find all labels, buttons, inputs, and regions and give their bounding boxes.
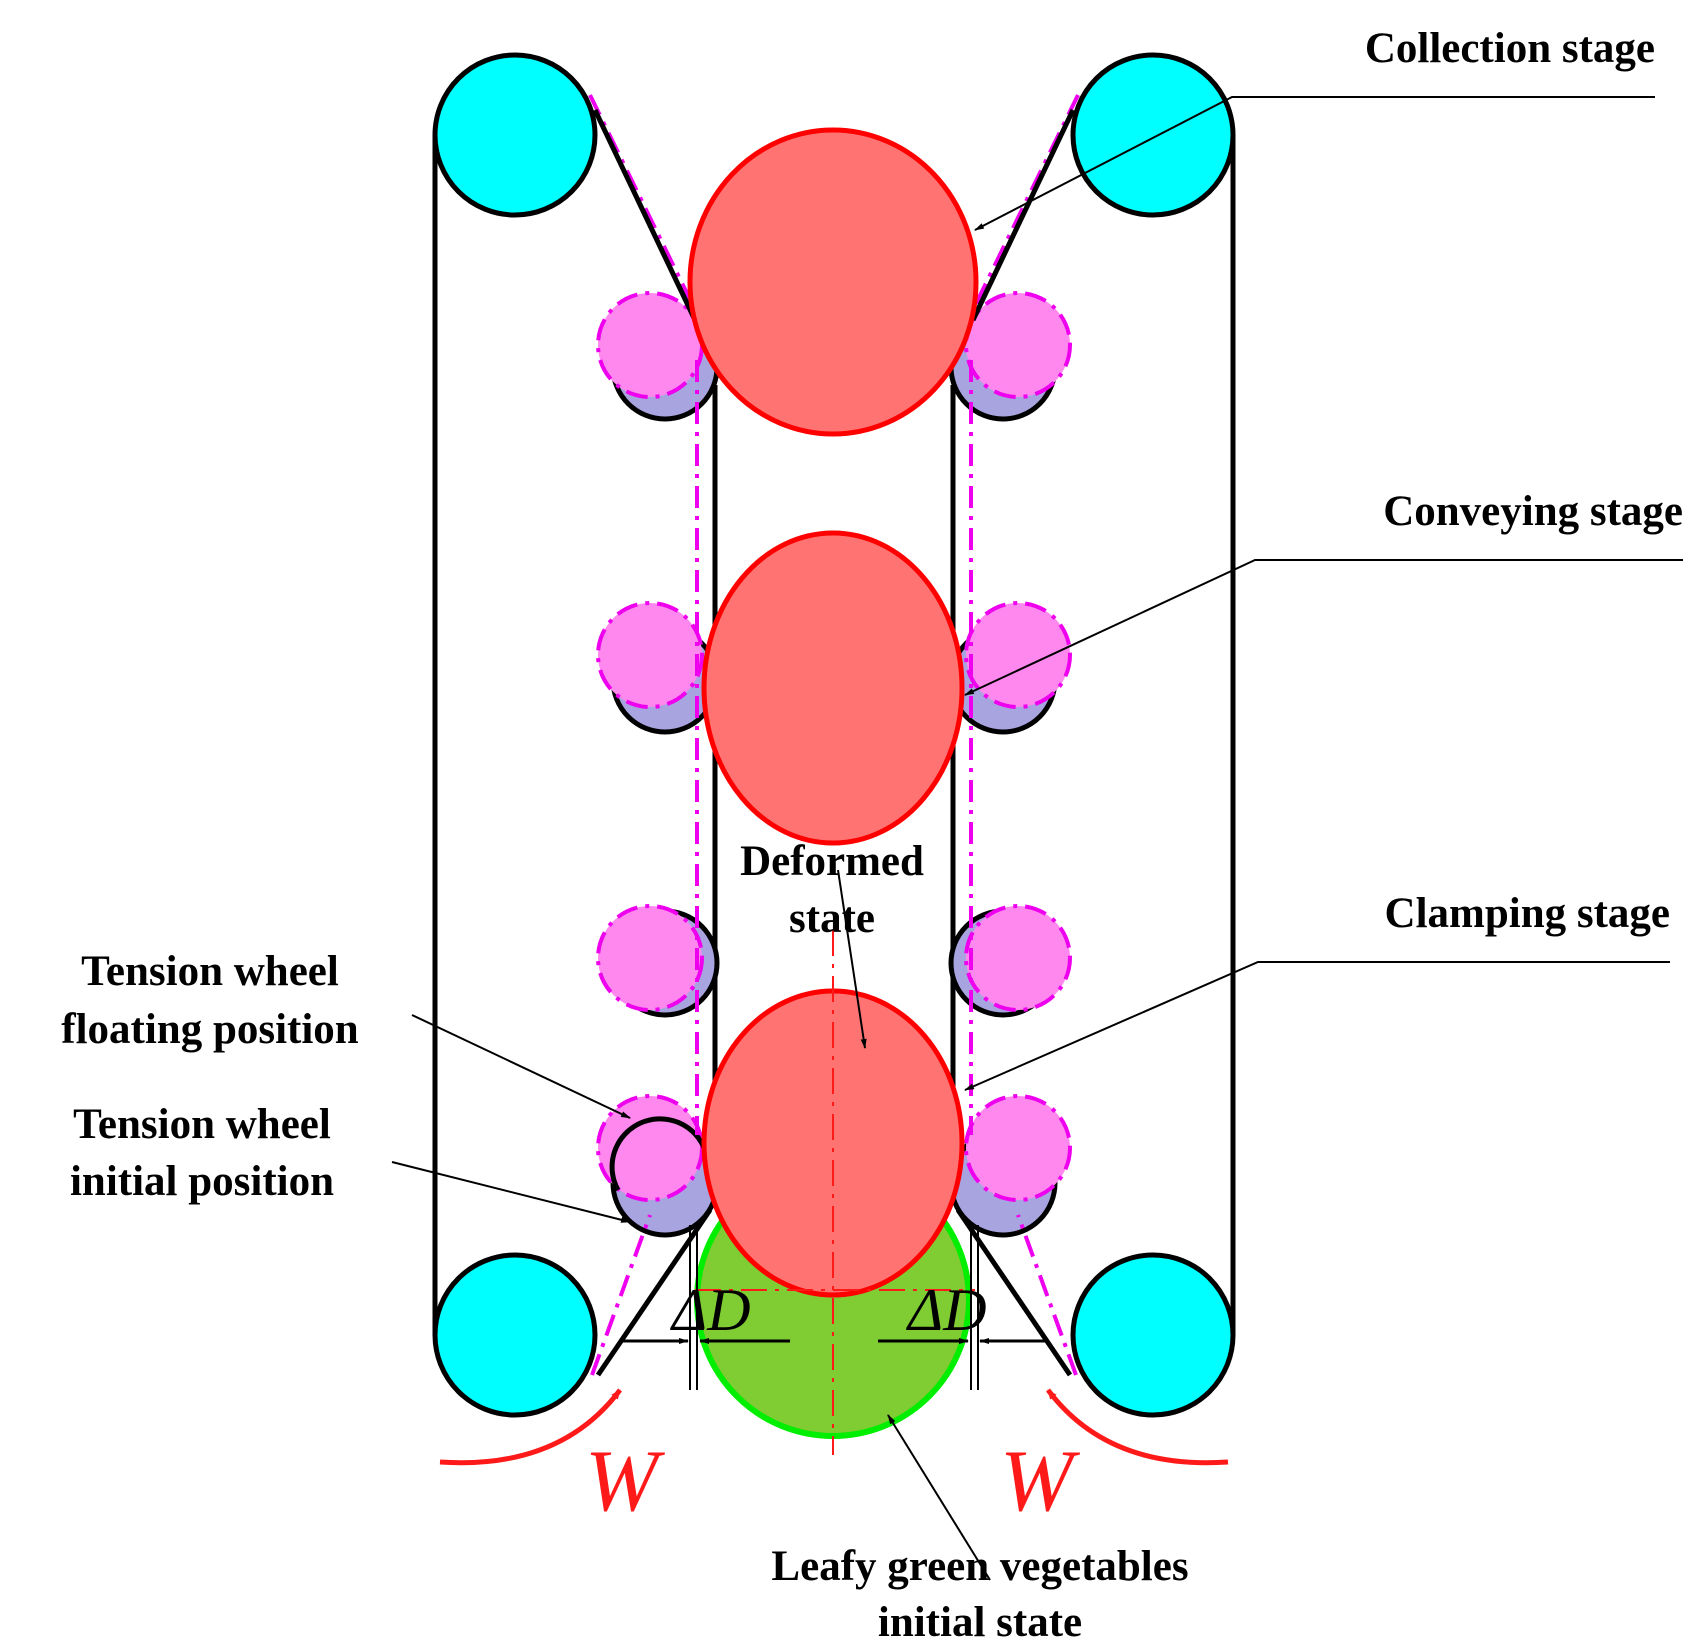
collection-stage-label: Collection stage <box>1365 25 1655 72</box>
force-arrow-right <box>1046 1388 1229 1466</box>
force-arrow-left <box>439 1388 622 1466</box>
w-symbol-left: W <box>585 1433 665 1530</box>
tension-initial-label-line1: Tension wheel <box>73 1101 331 1148</box>
tension-initial-label-line2: initial position <box>70 1158 334 1205</box>
tension-floating-label-line1: Tension wheel <box>81 948 339 995</box>
tension-wheel-floating <box>596 291 704 399</box>
tension-floating-label-line2: floating position <box>61 1006 359 1053</box>
vegetable-collection-stage <box>687 127 979 437</box>
delta-d-symbol-left: ΔD <box>670 1277 751 1343</box>
tension-wheel-floating <box>964 904 1072 1012</box>
deformed-state-label-line1: Deformed <box>740 838 924 885</box>
tension-wheel-floating <box>964 601 1072 709</box>
conveying-stage-label: Conveying stage <box>1383 488 1683 535</box>
tension-wheel-floating <box>596 601 704 709</box>
clamping-stage-label: Clamping stage <box>1385 890 1670 937</box>
delta-d-dimension-left <box>620 1225 790 1390</box>
w-symbol-right: W <box>1000 1433 1080 1530</box>
center-lines <box>695 930 975 1455</box>
right-belt-loop <box>950 135 1236 1335</box>
pulley-top-right <box>1070 52 1236 218</box>
pulleys <box>432 52 1236 1418</box>
leafy-initial-label-line2: initial state <box>878 1599 1082 1646</box>
tension-wheel-floating <box>964 291 1072 399</box>
delta-d-dimension-right <box>878 1225 1048 1390</box>
tension-wheel-initial-outline-icon <box>609 1116 708 1192</box>
pulley-bottom-left <box>432 1252 598 1418</box>
black-belt-segments <box>592 108 1076 1377</box>
tension-wheel-floating <box>596 904 704 1012</box>
delta-d-symbol-right: ΔD <box>906 1277 987 1343</box>
vegetable-conveying-stage <box>701 530 965 846</box>
leader-lines <box>391 96 1683 1581</box>
left-belt-loop <box>432 135 718 1335</box>
tension-wheel-floating <box>964 1094 1072 1202</box>
magenta-belt-lines <box>588 94 1080 1376</box>
pulley-bottom-right <box>1070 1252 1236 1418</box>
pulley-top-left <box>432 52 598 218</box>
leafy-initial-label-line1: Leafy green vegetables <box>771 1543 1188 1590</box>
deformed-state-label-line2: state <box>789 895 875 942</box>
